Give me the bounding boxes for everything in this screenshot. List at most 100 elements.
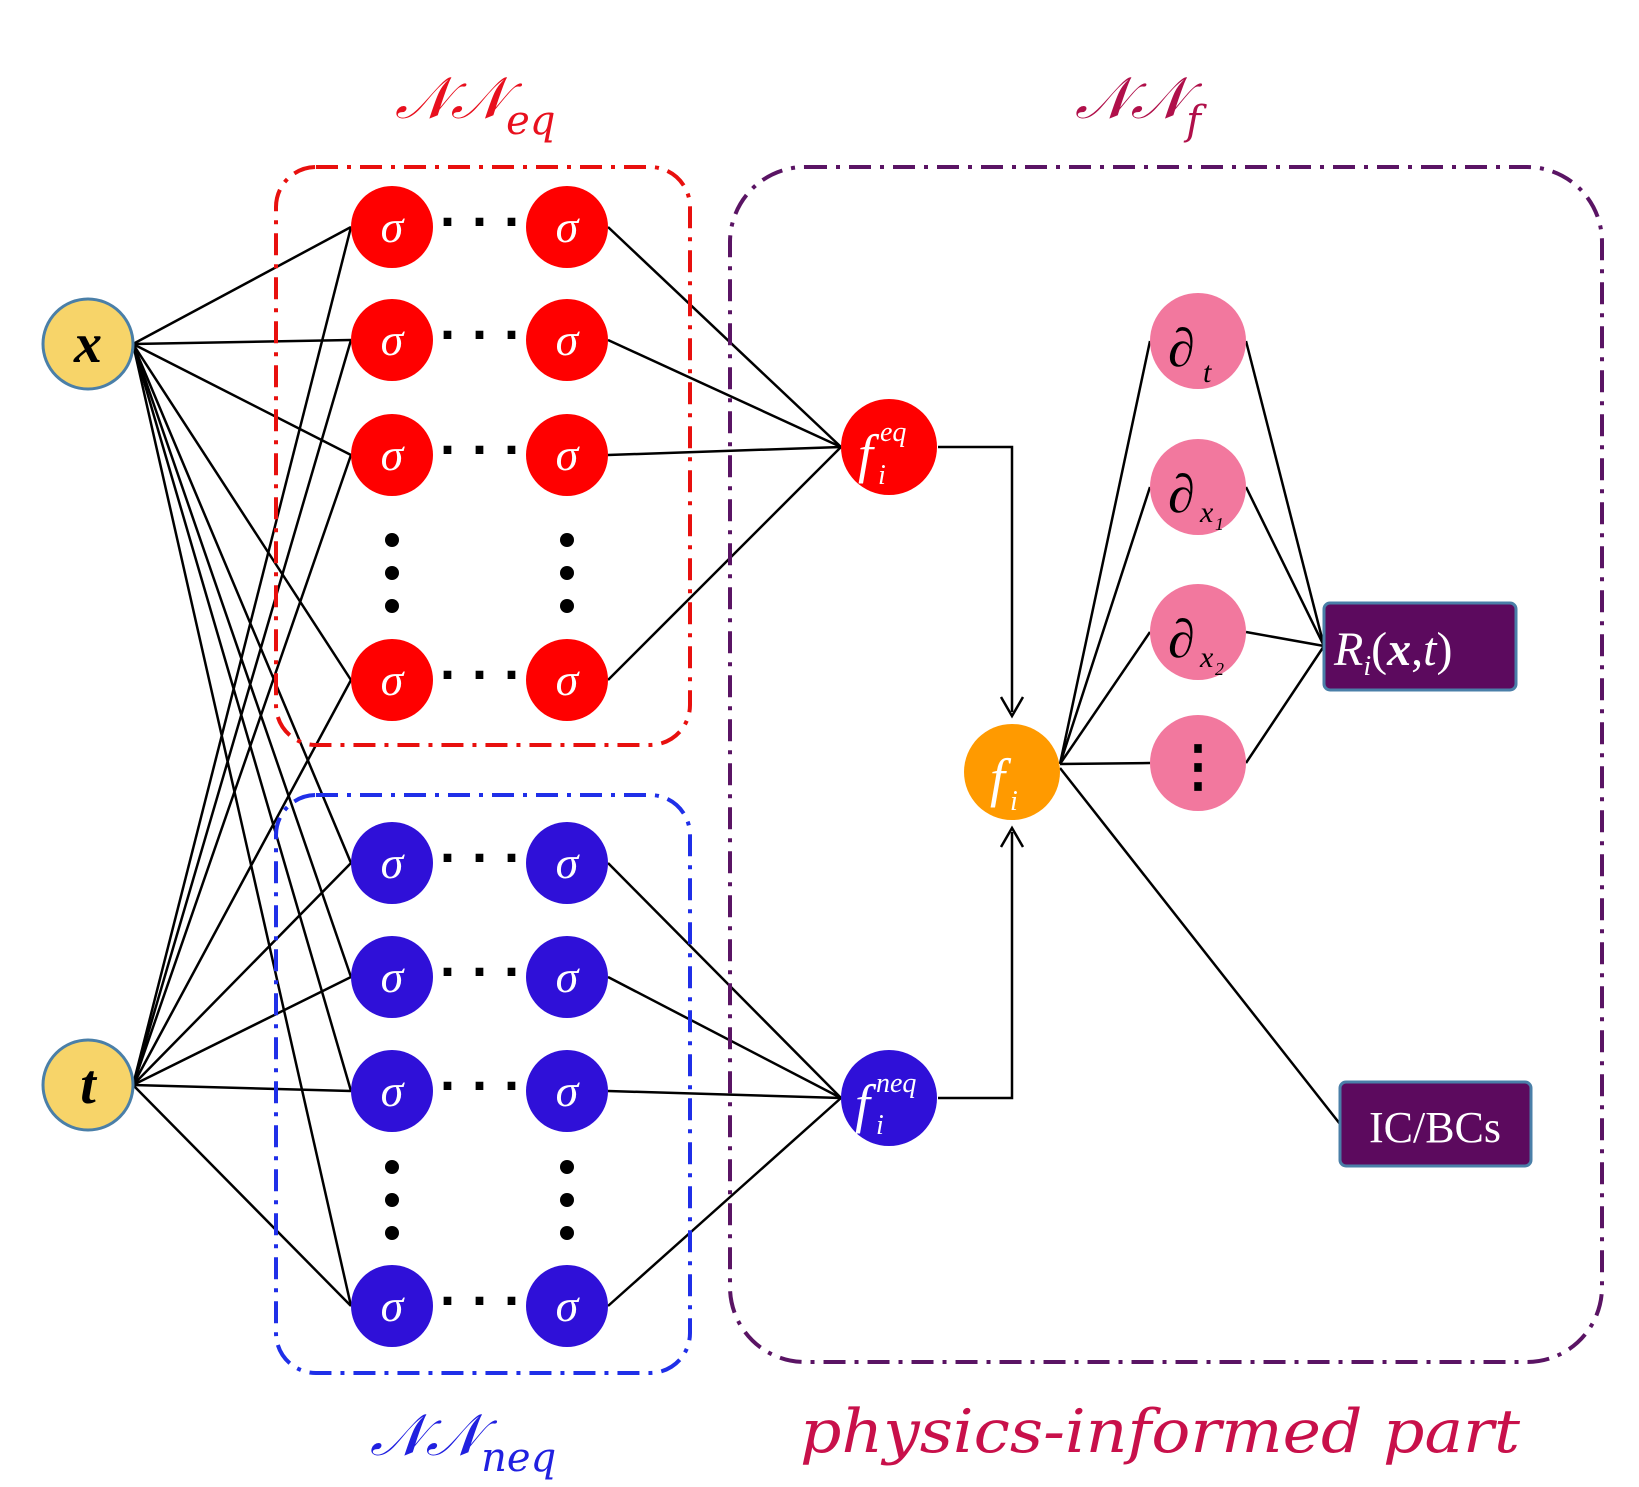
eq-layer-ellipsis: · · · (439, 197, 520, 248)
deriv-x2-node: ∂ x 2 (1150, 584, 1246, 680)
nn-eq-title: 𝒩𝒩eq (395, 64, 555, 144)
neq-vertical-ellipsis-right (560, 1226, 574, 1240)
feq-node: f eq i (841, 399, 937, 495)
edge-eq-to-feq (607, 445, 842, 457)
edge-t-to-hidden (132, 1083, 352, 1093)
svg-text:x: x (1199, 496, 1214, 529)
svg-text:2: 2 (1215, 659, 1224, 679)
input-t-label: t (80, 1054, 97, 1116)
edge-derivative-to-residual (1245, 630, 1325, 648)
edge-derivative-to-residual (1244, 645, 1326, 764)
neq-neuron-right: σ (526, 1050, 608, 1132)
eq-neuron-right: σ (526, 186, 608, 268)
edge-eq-to-feq (607, 446, 842, 681)
eq-vertical-ellipsis-right (560, 599, 574, 613)
edge-neq-to-fneq (607, 1097, 842, 1307)
edge-x-to-hidden (131, 343, 353, 1092)
eq-vertical-ellipsis-right (560, 533, 574, 547)
edge-t-to-hidden (132, 1084, 352, 1307)
eq-neuron-right: σ (526, 414, 608, 496)
svg-text:x: x (1199, 641, 1214, 674)
neq-vertical-ellipsis-left (385, 1193, 399, 1207)
fi-node: f i (964, 724, 1060, 820)
physics-informed-box (728, 165, 1604, 1364)
nn-f-title: 𝒩𝒩f (1075, 64, 1207, 144)
edge-x-to-hidden (132, 342, 352, 457)
eq-neuron-left: σ (351, 299, 433, 381)
residual-box: Ri(x,t) (1322, 601, 1518, 692)
svg-text:1: 1 (1215, 514, 1224, 534)
nn-eq-title-sub: eq (506, 98, 555, 144)
eq-neuron-right: σ (526, 639, 608, 721)
svg-text:∂: ∂ (1168, 464, 1195, 524)
physics-informed-caption: physics-informed part (800, 1397, 1521, 1467)
eq-neuron-left: σ (351, 414, 433, 496)
input-t-node: t (41, 1038, 135, 1132)
edge-x-to-hidden (132, 338, 352, 346)
deriv-x1-node: ∂ x 1 (1150, 439, 1246, 535)
neq-neuron-right: σ (526, 822, 608, 904)
input-x-label: x (73, 313, 102, 375)
neuron-sigma-label: σ (556, 654, 581, 705)
neq-vertical-ellipsis-left (385, 1226, 399, 1240)
edge-t-to-hidden (131, 679, 353, 1086)
fneq-node: f neq i (841, 1050, 937, 1146)
eq-layer-ellipsis: · · · (439, 650, 520, 701)
neq-neuron-left: σ (351, 822, 433, 904)
neuron-sigma-label: σ (381, 951, 406, 1002)
edge-fi-to-derivative (1059, 761, 1151, 766)
nn-eq-box (274, 165, 692, 747)
edge-t-to-hidden (131, 226, 353, 1086)
neq-layer-ellipsis: · · · (439, 1276, 520, 1327)
connection-lines (131, 225, 1341, 1307)
neq-neuron-left: σ (351, 1050, 433, 1132)
neq-neuron-right: σ (526, 936, 608, 1018)
svg-text:∂: ∂ (1168, 318, 1195, 378)
neq-layer-ellipsis: · · · (439, 947, 520, 998)
edge-x-to-hidden (131, 343, 353, 978)
neuron-sigma-label: σ (556, 837, 581, 888)
nn-f-title-sub: f (1183, 98, 1207, 144)
eq-vertical-ellipsis-left (385, 533, 399, 547)
nn-neq-title: 𝒩𝒩neq (370, 1401, 556, 1481)
edge-t-to-hidden (132, 975, 352, 1087)
neq-vertical-ellipsis-right (560, 1193, 574, 1207)
neuron-sigma-label: σ (381, 1280, 406, 1331)
eq-vertical-ellipsis-right (560, 566, 574, 580)
edge-neq-to-fneq (607, 975, 842, 1100)
edge-t-to-hidden (131, 454, 353, 1086)
nn-neq-box (274, 793, 692, 1375)
neuron-sigma-label: σ (381, 429, 406, 480)
edge-x-to-hidden (131, 343, 353, 1307)
neq-neuron-left: σ (351, 1265, 433, 1347)
neuron-sigma-label: σ (556, 429, 581, 480)
neuron-sigma-label: σ (381, 201, 406, 252)
neq-neuron-right: σ (526, 1265, 608, 1347)
nn-neq-title-sub: neq (481, 1435, 556, 1481)
neuron-sigma-label: σ (556, 1280, 581, 1331)
eq-neuron-right: σ (526, 299, 608, 381)
svg-text:i: i (1010, 786, 1018, 817)
neq-vertical-ellipsis-left (385, 1160, 399, 1174)
svg-text:neq: neq (876, 1068, 916, 1099)
neuron-sigma-label: σ (381, 654, 406, 705)
edge-fi-to-derivative (1058, 340, 1152, 765)
eq-neuron-left: σ (351, 639, 433, 721)
svg-text:∂: ∂ (1168, 609, 1195, 669)
neuron-sigma-label: σ (556, 314, 581, 365)
svg-text:⋮: ⋮ (1170, 736, 1226, 798)
deriv-more-node: ⋮ (1150, 715, 1246, 811)
svg-text:t: t (1203, 356, 1212, 389)
edge-neq-to-fneq (607, 862, 842, 1099)
neq-vertical-ellipsis-right (560, 1160, 574, 1174)
edge-t-to-hidden (132, 862, 352, 1086)
edge-neq-to-fneq (607, 1089, 842, 1100)
edge-eq-to-feq (607, 226, 842, 448)
edge-derivative-to-residual (1244, 340, 1326, 647)
svg-text:i: i (878, 460, 886, 491)
edge-x-to-hidden (131, 343, 353, 864)
neuron-sigma-label: σ (381, 314, 406, 365)
icbc-box: IC/BCs (1338, 1080, 1533, 1168)
